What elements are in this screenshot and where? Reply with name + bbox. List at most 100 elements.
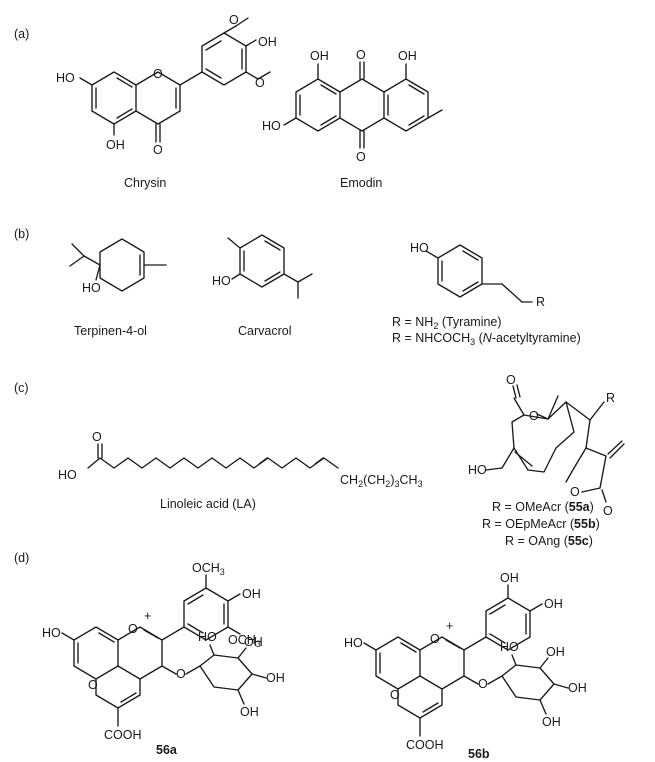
- 56a-och3-bottom: OCH3: [228, 633, 261, 649]
- r-55a-line: R = OMeAcr (55a): [492, 500, 594, 514]
- tyramine-label-2-sub: 3: [470, 337, 475, 347]
- 56b-oh-3p: OH: [500, 571, 519, 585]
- r-55b-line: R = OEpMeAcr (55b): [482, 517, 600, 531]
- 56a-sugar-oh-2: OH: [266, 671, 285, 685]
- 56b-plus: +: [446, 619, 453, 633]
- tyramine-label-2-italic: N: [483, 331, 493, 345]
- chrysin-ho-7: HO: [56, 71, 75, 85]
- 56b-sugar-oh-1: OH: [546, 645, 565, 659]
- linoleic-chain-sub4: 3: [418, 479, 423, 489]
- lactone-r: R: [606, 391, 615, 405]
- emodin-structure: OH O OH O HO Emodin: [262, 48, 443, 190]
- tyramine-label-1-suffix: (Tyramine): [438, 315, 501, 329]
- chrysin-name: Chrysin: [124, 176, 166, 190]
- panel-label-a: (a): [14, 27, 29, 41]
- tyramine-ho: HO: [410, 241, 429, 255]
- 56b-pyran-o: O: [390, 688, 400, 702]
- 56a-sugar-oh-1: OH: [244, 635, 263, 649]
- 56a-och3-top-prefix: OCH: [192, 561, 220, 575]
- 56b-sugar-ho: HO: [500, 640, 519, 654]
- chrysin-structure: HO OH O O OH O O Chrysin: [56, 13, 277, 190]
- 56a-pyran-o: O: [88, 678, 98, 692]
- emodin-keto-o-top: O: [356, 48, 366, 62]
- lactone-keto-o: O: [506, 373, 516, 387]
- lactone-carbonyl-o: O: [603, 504, 613, 518]
- 56b-label: 56b: [468, 747, 490, 761]
- 56a-sugar-ho: HO: [198, 630, 217, 644]
- 56a-ring-o: O: [128, 622, 138, 636]
- 56b-ring-o: O: [430, 632, 440, 646]
- chrysin-ome-3p: O: [229, 13, 239, 27]
- terpinen-ho: HO: [82, 281, 101, 295]
- linoleic-chain-end: CH2(CH2)3CH3: [340, 473, 423, 489]
- 56a-oh-phenol: OH: [242, 587, 261, 601]
- tyramine-structure: HO R R = NH2 (Tyramine) R = NHCOCH3 (N-a…: [392, 241, 581, 347]
- chrysin-ring-o: O: [153, 67, 163, 81]
- linoleic-chain-close: ): [390, 473, 394, 487]
- terpinen-structure: HO Terpinen-4-ol: [69, 238, 167, 338]
- 56a-ho: HO: [42, 626, 61, 640]
- 56a-och3-top: OCH3: [192, 561, 225, 577]
- emodin-ho-3: HO: [262, 119, 281, 133]
- r-55b-close: ): [596, 517, 600, 531]
- linoleic-chain-paren: (CH: [363, 473, 385, 487]
- lactone-bridge-o: O: [529, 409, 539, 423]
- 56a-label: 56a: [156, 743, 178, 757]
- r-55c-line: R = OAng (55c): [505, 534, 593, 548]
- linoleic-chain-sub1: 2: [358, 479, 363, 489]
- panel-label-d: (d): [14, 551, 29, 565]
- chrysin-ome-5p: O: [255, 76, 265, 90]
- lactone-ring-o: O: [570, 485, 580, 499]
- 56b-oh-4p: OH: [544, 597, 563, 611]
- tyramine-label-2-prefix: R = NHCOCH: [392, 331, 470, 345]
- lactone-ho: HO: [468, 463, 487, 477]
- chrysin-oh-5: OH: [106, 138, 125, 152]
- tyramine-label-1: R = NH2 (Tyramine): [392, 315, 502, 331]
- r-55a-bold: 55a: [569, 500, 591, 514]
- r-55b-prefix: R = OEpMeAcr (: [482, 517, 575, 531]
- emodin-oh-1: OH: [310, 49, 329, 63]
- carvacrol-name: Carvacrol: [238, 324, 292, 338]
- 56a-glyco-o: O: [176, 667, 186, 681]
- chrysin-keto-o: O: [153, 143, 163, 157]
- emodin-oh-8: OH: [398, 49, 417, 63]
- emodin-keto-o-bottom: O: [356, 150, 366, 164]
- 56b-sugar-oh-2: OH: [568, 681, 587, 695]
- linoleic-ho: HO: [58, 468, 77, 482]
- r-55c-close: ): [589, 534, 593, 548]
- emodin-name: Emodin: [340, 176, 382, 190]
- 56b-glyco-o: O: [478, 677, 488, 691]
- 56a-och3-top-sub: 3: [220, 567, 225, 577]
- tyramine-label-1-sub: 2: [433, 321, 438, 331]
- linoleic-chain-ch3: CH: [400, 473, 418, 487]
- r-55c-prefix: R = OAng (: [505, 534, 569, 548]
- 56a-och3-bottom-sub: 3: [256, 639, 261, 649]
- carvacrol-ho: HO: [212, 274, 231, 288]
- tyramine-label-2-suffix: -acetyltyramine): [492, 331, 581, 345]
- 56a-och3-bottom-prefix: OCH: [228, 633, 256, 647]
- 56b-sugar-oh-3: OH: [542, 715, 561, 729]
- tyramine-label-2-mid: (: [475, 331, 483, 345]
- linoleic-keto-o: O: [92, 430, 102, 444]
- tyramine-label-1-prefix: R = NH: [392, 315, 433, 329]
- 56b-cooh: COOH: [406, 738, 444, 752]
- panel-label-c: (c): [14, 381, 29, 395]
- lactone-55-structure: O O R HO O O R = OMeAcr (55a) R = OEpMeA…: [468, 373, 625, 548]
- linoleic-structure: O HO CH2(CH2)3CH3 Linoleic acid (LA): [58, 430, 423, 511]
- 56b-ho: HO: [344, 636, 363, 650]
- 56a-sugar-oh-3: OH: [240, 705, 259, 719]
- r-55b-bold: 55b: [574, 517, 596, 531]
- linoleic-chain-sub2: 2: [385, 479, 390, 489]
- r-55a-close: ): [590, 500, 594, 514]
- chrysin-oh-4p: OH: [258, 35, 277, 49]
- tyramine-label-2: R = NHCOCH3 (N-acetyltyramine): [392, 331, 581, 347]
- panel-label-b: (b): [14, 227, 29, 241]
- r-55c-bold: 55c: [568, 534, 589, 548]
- 56a-cooh: COOH: [104, 728, 142, 742]
- tyramine-r: R: [536, 295, 545, 309]
- linoleic-chain-sub3: 3: [394, 479, 399, 489]
- r-55a-prefix: R = OMeAcr (: [492, 500, 570, 514]
- linoleic-name: Linoleic acid (LA): [160, 497, 256, 511]
